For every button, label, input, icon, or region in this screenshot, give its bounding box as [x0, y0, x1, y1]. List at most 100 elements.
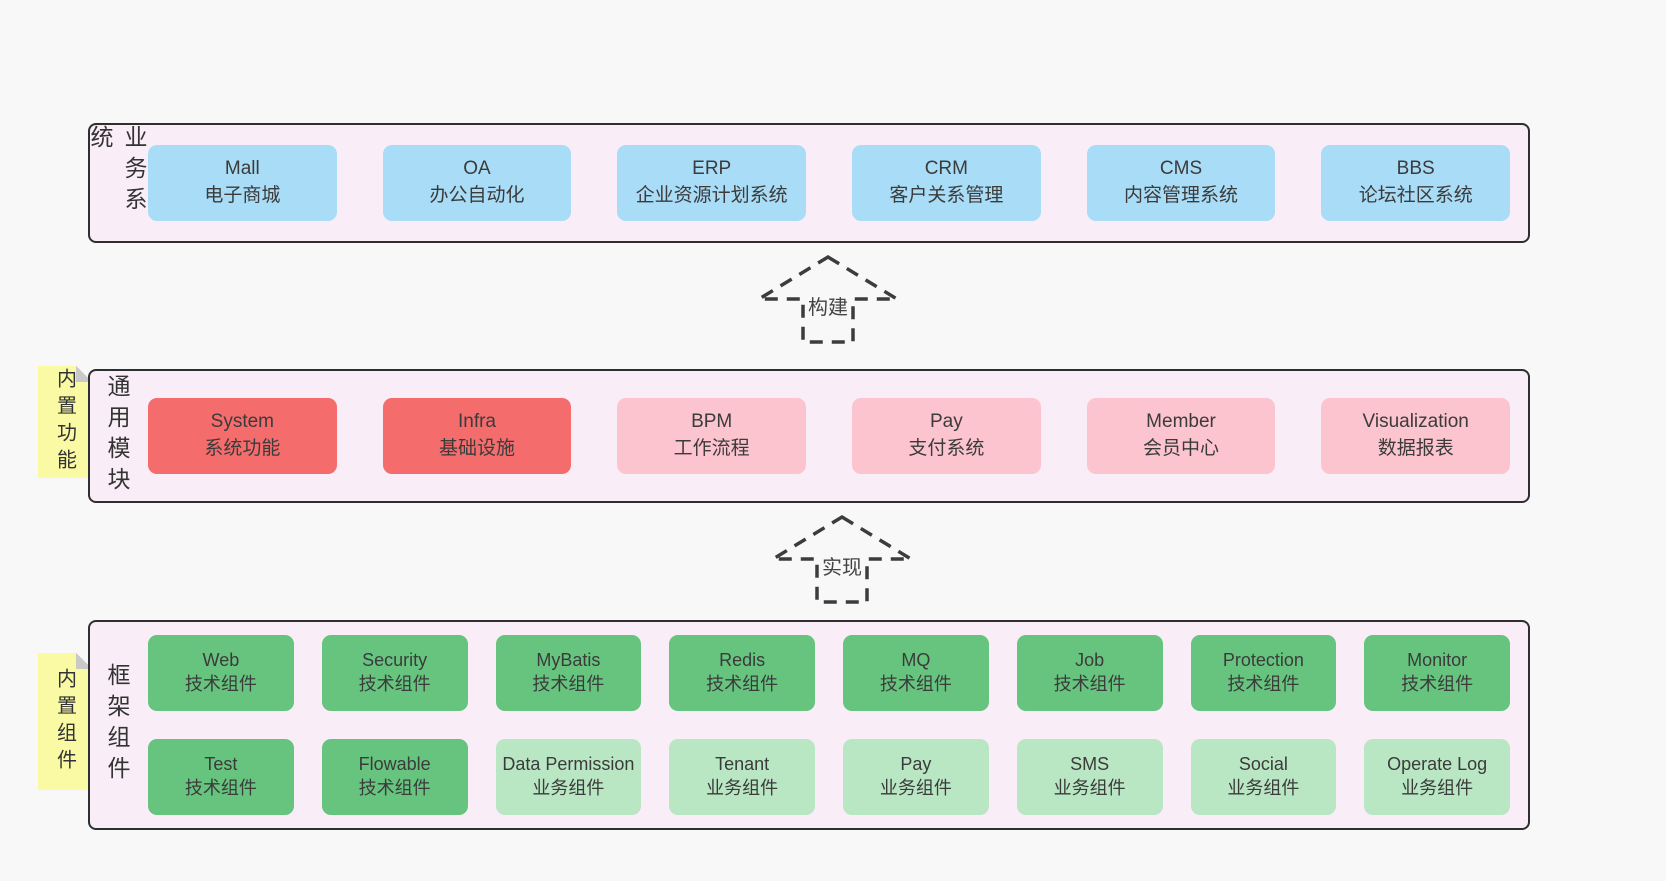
box-title: Job — [1075, 650, 1105, 671]
box-title: Pay — [929, 411, 963, 433]
box-title: Monitor — [1407, 650, 1468, 671]
box-title: System — [210, 411, 275, 433]
box-erp: ERP 企业资源计划系统 — [617, 145, 807, 221]
sticky-note-label: 内置组件 — [53, 667, 76, 776]
build-arrow: 构建 — [753, 252, 903, 348]
box-subtitle: 业务组件 — [1053, 778, 1126, 798]
box-subtitle: 基础设施 — [439, 438, 516, 459]
box-subtitle: 业务组件 — [706, 778, 779, 798]
box-title: Social — [1238, 754, 1288, 775]
box-subtitle: 系统功能 — [204, 438, 281, 459]
box-title: Visualization — [1362, 411, 1469, 433]
box-data-permission: Data Permission 业务组件 — [495, 739, 642, 815]
box-subtitle: 业务组件 — [1227, 778, 1300, 798]
box-title: CRM — [924, 158, 968, 180]
band-label-common-modules: 通用模块 — [104, 374, 130, 498]
box-subtitle: 电子商城 — [204, 185, 281, 206]
box-cms: CMS 内容管理系统 — [1086, 145, 1276, 221]
sticky-note-builtin-components: 内置组件 — [38, 653, 92, 790]
box-job: Job 技术组件 — [1016, 635, 1163, 711]
box-subtitle: 数据报表 — [1377, 438, 1454, 459]
box-mybatis: MyBatis 技术组件 — [495, 635, 642, 711]
box-visualization: Visualization 数据报表 — [1321, 398, 1511, 474]
box-subtitle: 技术组件 — [532, 674, 605, 694]
box-title: MQ — [901, 650, 931, 671]
box-bpm: BPM 工作流程 — [617, 398, 807, 474]
box-sms: SMS 业务组件 — [1016, 739, 1163, 815]
box-title: Pay — [900, 754, 932, 775]
box-subtitle: 技术组件 — [358, 674, 431, 694]
box-subtitle: 技术组件 — [358, 778, 431, 798]
box-subtitle: 客户关系管理 — [889, 185, 1004, 206]
box-subtitle: 企业资源计划系统 — [635, 185, 788, 206]
sticky-note-builtin-features: 内置功能 — [38, 366, 92, 478]
box-subtitle: 技术组件 — [1053, 674, 1126, 694]
box-subtitle: 技术组件 — [879, 674, 952, 694]
box-redis: Redis 技术组件 — [669, 635, 815, 711]
box-subtitle: 技术组件 — [706, 674, 779, 694]
box-subtitle: 办公自动化 — [429, 185, 525, 206]
band-label-framework-components: 框架组件 — [104, 663, 130, 787]
box-title: SMS — [1070, 754, 1110, 775]
box-title: Operate Log — [1387, 754, 1488, 775]
business-systems-boxes: Mall 电子商城 OA 办公自动化 ERP 企业资源计划系统 CRM 客户关系… — [144, 125, 1528, 241]
up-arrow-icon — [767, 514, 917, 604]
box-monitor: Monitor 技术组件 — [1364, 635, 1510, 711]
box-title: Mall — [224, 158, 260, 180]
up-arrow-icon — [753, 254, 903, 344]
box-subtitle: 技术组件 — [184, 778, 257, 798]
box-oa: OA 办公自动化 — [382, 145, 572, 221]
sticky-note-paper — [38, 366, 92, 478]
box-bbs: BBS 论坛社区系统 — [1321, 145, 1511, 221]
box-social: Social 业务组件 — [1190, 739, 1337, 815]
box-subtitle: 支付系统 — [908, 438, 985, 459]
box-pay-module: Pay 支付系统 — [852, 398, 1041, 474]
components-row-2: Test 技术组件 Flowable 技术组件 Data Permission … — [148, 739, 1510, 815]
box-title: Flowable — [358, 754, 431, 775]
box-title: Test — [204, 754, 238, 775]
box-title: Tenant — [715, 754, 770, 775]
box-title: Security — [362, 650, 428, 671]
box-tenant: Tenant 业务组件 — [669, 739, 815, 815]
box-title: Protection — [1222, 650, 1304, 671]
box-title: Web — [202, 650, 240, 671]
box-title: Member — [1146, 411, 1216, 433]
box-title: BBS — [1396, 158, 1435, 180]
box-flowable: Flowable 技术组件 — [321, 739, 468, 815]
box-title: Redis — [719, 650, 766, 671]
components-row-1: Web 技术组件 Security 技术组件 MyBatis 技术组件 Redi… — [148, 635, 1510, 711]
box-subtitle: 业务组件 — [1401, 778, 1474, 798]
box-member: Member 会员中心 — [1086, 398, 1276, 474]
box-subtitle: 业务组件 — [532, 778, 605, 798]
box-protection: Protection 技术组件 — [1190, 635, 1337, 711]
box-subtitle: 论坛社区系统 — [1358, 185, 1473, 206]
common-modules-boxes: System 系统功能 Infra 基础设施 BPM 工作流程 Pay 支付系统… — [144, 371, 1528, 501]
box-subtitle: 会员中心 — [1143, 438, 1220, 459]
build-arrow-label: 构建 — [805, 290, 851, 321]
box-title: OA — [463, 158, 491, 180]
box-web: Web 技术组件 — [148, 635, 294, 711]
box-title: BPM — [691, 411, 733, 433]
band-business-systems: 业务系统 Mall 电子商城 OA 办公自动化 ERP 企业资源计划系统 CRM… — [87, 123, 1530, 243]
box-pay-component: Pay 业务组件 — [843, 739, 989, 815]
box-subtitle: 技术组件 — [1401, 674, 1474, 694]
box-subtitle: 业务组件 — [879, 778, 952, 798]
box-system: System 系统功能 — [148, 398, 337, 474]
band-framework-components: 框架组件 Web 技术组件 Security 技术组件 MyBatis 技术组件… — [88, 620, 1530, 830]
box-title: CMS — [1159, 158, 1203, 180]
band-label-business-systems: 业务系统 — [87, 125, 147, 218]
box-title: MyBatis — [536, 650, 601, 671]
box-infra: Infra 基础设施 — [382, 398, 572, 474]
implement-arrow-label: 实现 — [819, 550, 865, 581]
box-operate-log: Operate Log 业务组件 — [1364, 739, 1510, 815]
box-mq: MQ 技术组件 — [843, 635, 989, 711]
box-subtitle: 技术组件 — [1227, 674, 1300, 694]
box-title: ERP — [692, 158, 732, 180]
sticky-note-label: 内置功能 — [53, 368, 76, 476]
box-subtitle: 工作流程 — [673, 438, 750, 459]
box-test: Test 技术组件 — [148, 739, 294, 815]
box-title: Infra — [457, 411, 497, 433]
box-security: Security 技术组件 — [321, 635, 468, 711]
box-subtitle: 内容管理系统 — [1124, 185, 1239, 206]
